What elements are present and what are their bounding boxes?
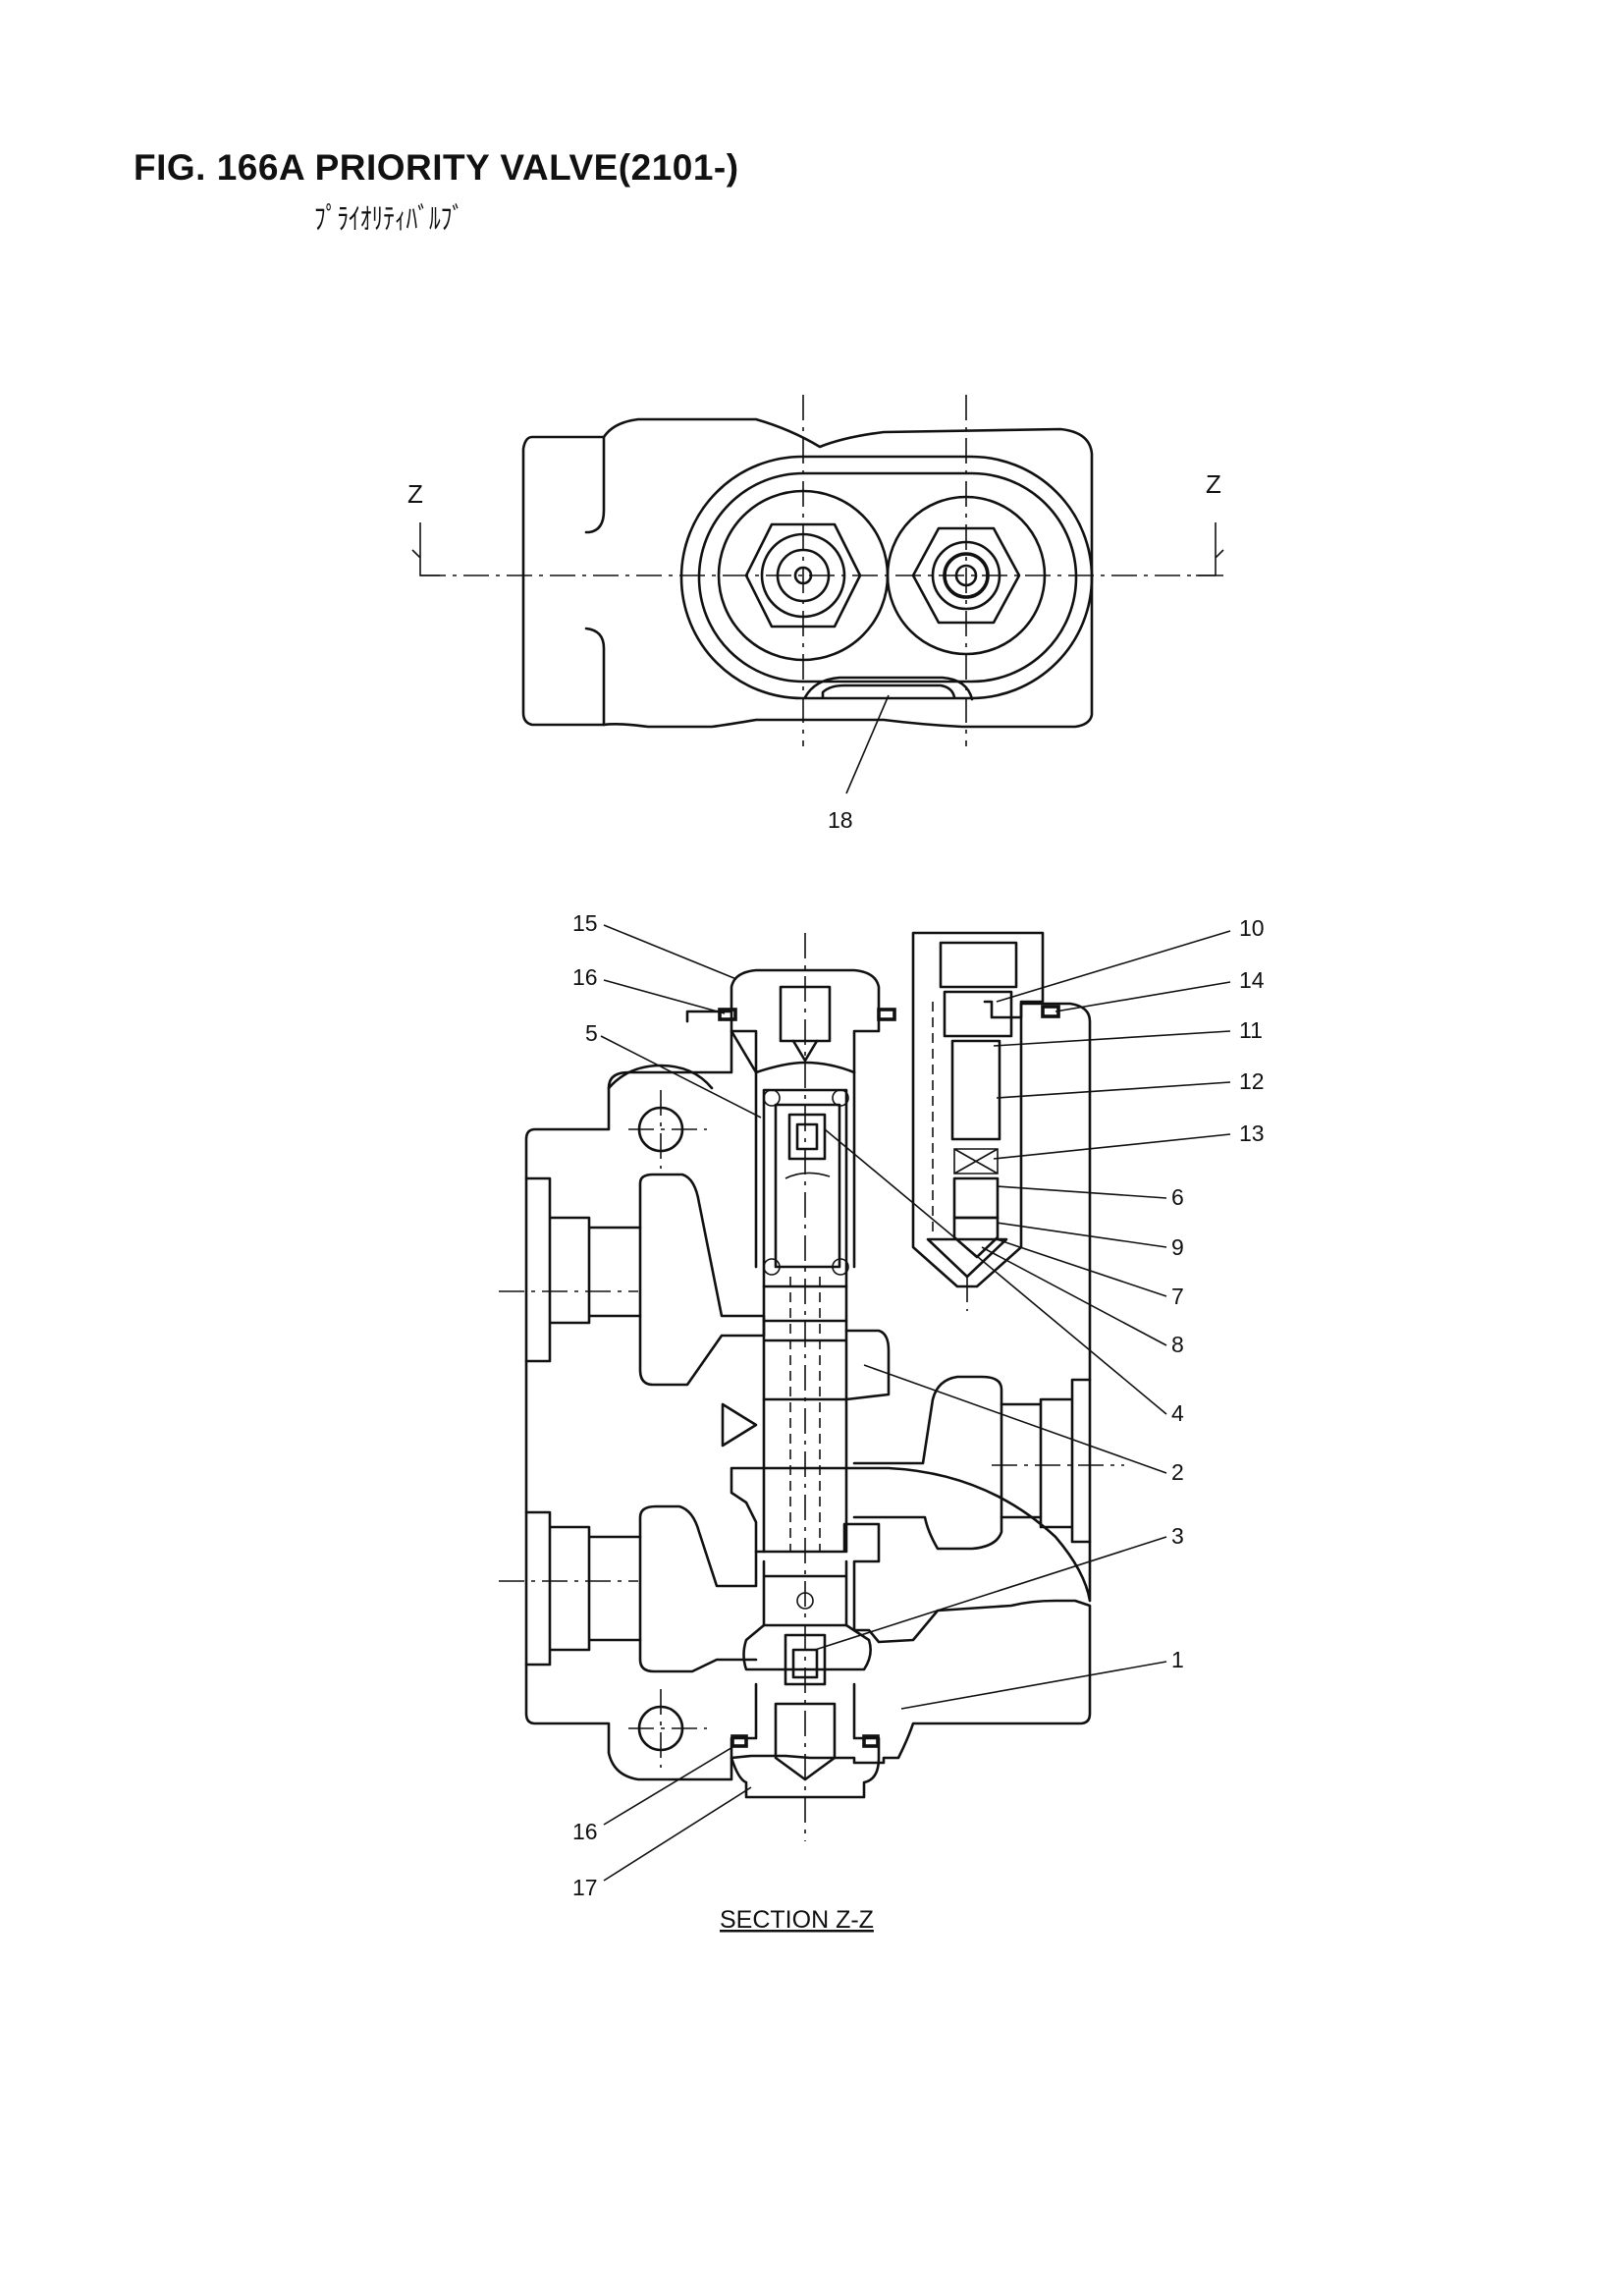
top-view-oval-boss-inner: [697, 471, 1078, 683]
callout-4: 4: [1171, 1400, 1184, 1426]
section-view: 15 16 5 10 14 11 12 13 6 9 7 8 4 2 3 1 1…: [499, 910, 1265, 1934]
section-port-left-upper: [524, 1173, 766, 1387]
figure-title: FIG. 166A PRIORITY VALVE(2101-): [134, 147, 739, 188]
callout-2: 2: [1171, 1459, 1184, 1485]
callout-12: 12: [1239, 1068, 1265, 1094]
flow-arrow-marker: [721, 1402, 758, 1448]
leader-16-top: [603, 979, 726, 1014]
leader-2: [863, 1364, 1167, 1474]
callout-11: 11: [1239, 1017, 1263, 1043]
leader-1: [900, 1661, 1167, 1710]
leader-7: [996, 1238, 1167, 1297]
top-view-left-block: [584, 435, 606, 727]
callout-5: 5: [585, 1020, 598, 1046]
top-view: Z Z 18: [407, 395, 1227, 833]
section-port-right: [852, 1375, 1092, 1551]
leader-16-bottom: [603, 1745, 735, 1826]
callout-7: 7: [1171, 1284, 1184, 1309]
section-port-left-lower: [524, 1504, 758, 1673]
callout-17: 17: [572, 1875, 598, 1900]
section-top-plug: [718, 968, 896, 1074]
leader-18: [845, 694, 890, 794]
section-body-outline: [524, 1000, 1092, 1781]
top-view-nameplate: [803, 676, 974, 701]
section-mounting-hole-top: [607, 1064, 714, 1169]
callout-16-top: 16: [572, 964, 598, 990]
section-mark-right: Z: [1206, 469, 1221, 499]
leader-5: [600, 1035, 762, 1119]
section-mounting-hole-bottom: [628, 1689, 707, 1768]
figure-subtitle: ﾌﾟﾗｲｵﾘﾃｨﾊﾞﾙﾌﾞ: [314, 202, 464, 237]
leader-4: [824, 1128, 1167, 1415]
leader-15: [603, 924, 737, 980]
callout-15: 15: [572, 910, 598, 936]
callout-10: 10: [1239, 915, 1265, 941]
top-view-body-outline: [521, 417, 1094, 729]
section-label: SECTION Z-Z: [720, 1906, 874, 1934]
leader-12: [996, 1081, 1231, 1099]
section-mark-left: Z: [407, 479, 423, 509]
leader-11: [993, 1030, 1231, 1047]
leader-13: [993, 1133, 1231, 1160]
callout-6: 6: [1171, 1184, 1184, 1210]
leader-6: [996, 1185, 1167, 1199]
leader-14: [1055, 981, 1231, 1012]
leader-3: [814, 1536, 1167, 1651]
callout-1: 1: [1171, 1647, 1184, 1672]
callout-13: 13: [1239, 1121, 1265, 1146]
callout-16-bottom: 16: [572, 1819, 598, 1844]
callout-8: 8: [1171, 1332, 1184, 1357]
callout-14: 14: [1239, 967, 1265, 993]
section-arrow-right: [1196, 522, 1224, 576]
callout-18: 18: [828, 807, 853, 833]
section-spool-bore: [742, 1070, 891, 1686]
section-arrow-left: [411, 522, 440, 576]
callout-3: 3: [1171, 1523, 1184, 1549]
leader-8: [981, 1246, 1167, 1346]
callout-9: 9: [1171, 1234, 1184, 1260]
leader-17: [603, 1786, 752, 1882]
leader-10: [996, 930, 1231, 1003]
leader-9: [996, 1222, 1167, 1248]
